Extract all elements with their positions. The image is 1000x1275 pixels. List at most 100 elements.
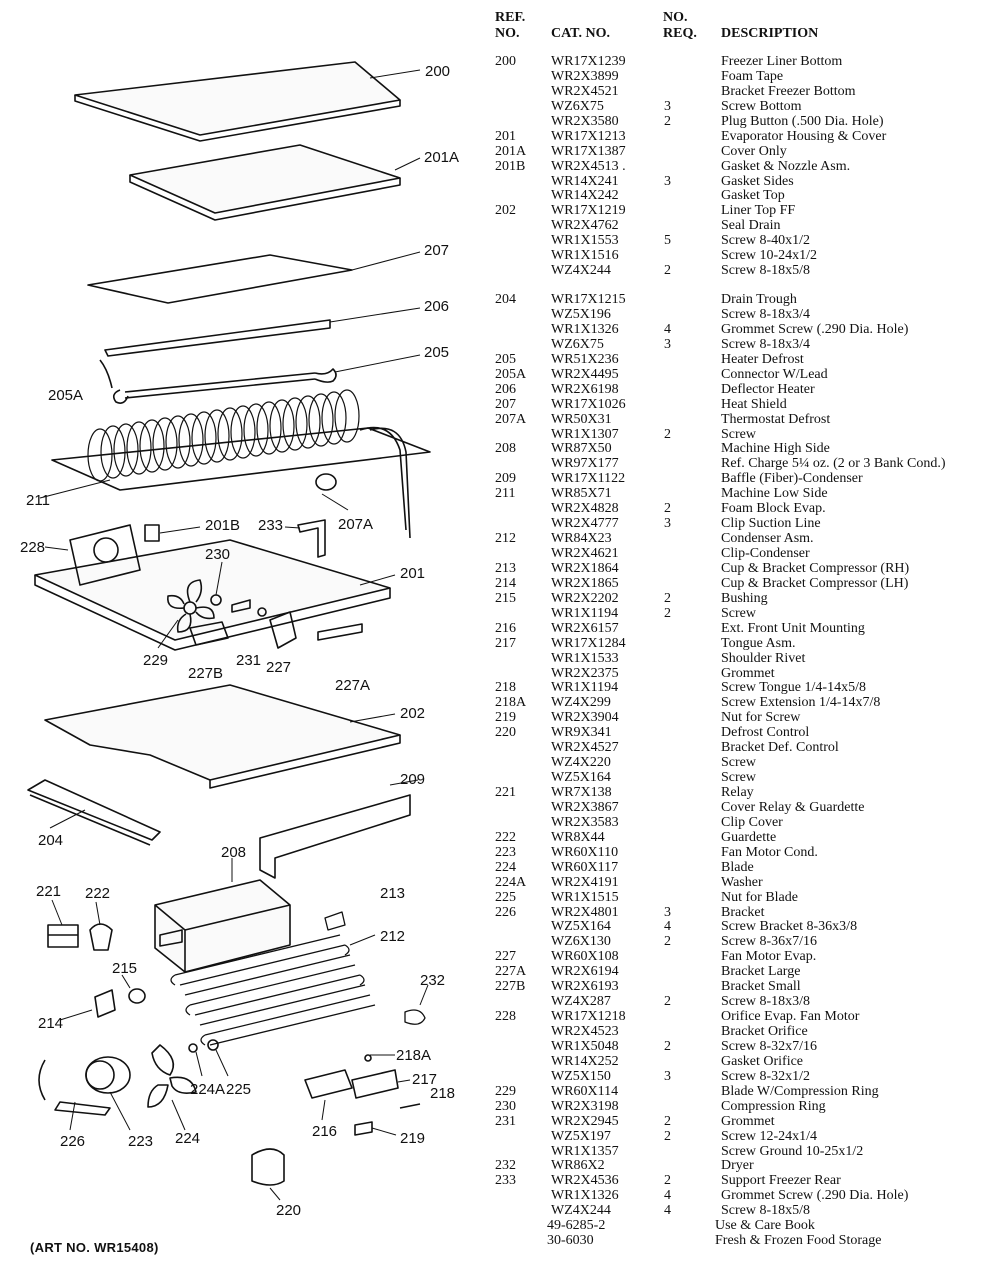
- cat-no: WR17X1219: [551, 203, 626, 219]
- cat-no: WZ5X196: [551, 307, 611, 322]
- description: Bracket Orifice: [721, 1024, 808, 1039]
- no-req: 3: [664, 336, 671, 352]
- description: Bracket Def. Control: [721, 740, 839, 756]
- description: Clip Suction Line: [721, 516, 821, 532]
- no-req: 4: [664, 321, 671, 337]
- cat-no: WZ4X220: [551, 755, 611, 771]
- baffle-condenser-part: [259, 779, 419, 879]
- no-req: 4: [664, 919, 671, 935]
- description: Screw 8-18x3/4: [721, 336, 811, 352]
- ref-no: 226: [495, 904, 516, 920]
- description: Blade: [721, 859, 754, 875]
- ref-no: 218: [495, 680, 516, 696]
- description: Fan Motor Evap.: [721, 949, 817, 965]
- cat-no: WR97X177: [551, 456, 619, 472]
- description: Connector W/Lead: [721, 366, 828, 382]
- callout-212: 212: [380, 928, 405, 945]
- cat-no: WR2X4777: [551, 516, 619, 532]
- ref-no: 206: [495, 381, 516, 397]
- parts-list: REF.NO. CAT. NO. NO.REQ. DESCRIPTION 200…: [495, 8, 995, 1248]
- description: Screw 8-18x5/8: [721, 1203, 811, 1219]
- cat-no: WR1X1307: [551, 426, 619, 442]
- description: Plug Button (.500 Dia. Hole): [721, 113, 884, 129]
- ref-no: 209: [495, 471, 516, 487]
- cat-no: WR2X2202: [551, 590, 619, 606]
- no-req: 2: [664, 263, 671, 279]
- cat-no: WZ4X287: [551, 994, 611, 1010]
- description: Orifice Evap. Fan Motor: [721, 1009, 860, 1025]
- no-req: 2: [664, 1173, 671, 1189]
- ref-no: 227A: [495, 964, 527, 980]
- ref-no: 227: [495, 949, 516, 965]
- cat-no: WR50X31: [551, 411, 612, 427]
- callout-217: 217: [412, 1071, 437, 1088]
- bushing-part: [121, 974, 146, 1004]
- callout-226: 226: [60, 1133, 85, 1150]
- cat-no: WR1X1515: [551, 889, 619, 905]
- cat-no: WZ4X244: [551, 263, 611, 279]
- callout-215: 215: [112, 960, 137, 977]
- callout-227: 227: [266, 659, 291, 676]
- cat-no: WR2X6198: [551, 381, 619, 397]
- ref-no: 205: [495, 351, 516, 367]
- ref-no: 204: [495, 292, 516, 308]
- description: Tongue Asm.: [721, 635, 796, 651]
- deflector-heater-part: [104, 307, 421, 357]
- description: Screw 10-24x1/2: [721, 248, 818, 264]
- cat-no: WR2X4513 .: [551, 158, 626, 174]
- callout-213: 213: [380, 885, 405, 902]
- description: Screw: [721, 770, 756, 786]
- description: Screw 8-32x1/2: [721, 1068, 811, 1084]
- no-req: 4: [664, 1188, 671, 1204]
- cat-no: WR2X4191: [551, 874, 619, 890]
- cat-no: 30-6030: [547, 1233, 594, 1249]
- cat-no: WR1X1553: [551, 233, 619, 249]
- description: Cover Relay & Guardette: [721, 799, 865, 815]
- callout-200: 200: [425, 63, 450, 80]
- callout-228: 228: [20, 539, 45, 556]
- description: Grommet: [721, 665, 775, 681]
- description: Gasket Orifice: [721, 1053, 804, 1069]
- description: Grommet Screw (.290 Dia. Hole): [721, 1188, 909, 1204]
- drain-trough-part: [27, 779, 161, 846]
- guardette-part: [89, 901, 113, 951]
- description: Bracket Small: [721, 979, 801, 995]
- cat-no: WR2X6157: [551, 620, 619, 636]
- front-unit-mounting-part: [304, 1069, 353, 1121]
- description: Machine Low Side: [721, 486, 828, 502]
- callout-233: 233: [258, 517, 283, 534]
- ref-no: 201: [495, 128, 516, 144]
- cat-no: WR2X3583: [551, 814, 619, 830]
- ref-no: 207: [495, 396, 516, 412]
- cat-no: WR1X1357: [551, 1143, 619, 1159]
- callout-216: 216: [312, 1123, 337, 1140]
- cup-bracket-compressor-lh-part: [59, 989, 116, 1021]
- condenser-coils-part: [170, 911, 429, 1046]
- cat-no: WR17X1387: [551, 143, 626, 159]
- description: Machine High Side: [721, 441, 830, 457]
- description: Bushing: [721, 590, 768, 606]
- cat-no: WR2X4495: [551, 366, 619, 382]
- no-req: 3: [664, 904, 671, 920]
- callout-206: 206: [424, 298, 449, 315]
- description: Cup & Bracket Compressor (RH): [721, 560, 910, 576]
- evaporator-housing-part: [34, 519, 396, 651]
